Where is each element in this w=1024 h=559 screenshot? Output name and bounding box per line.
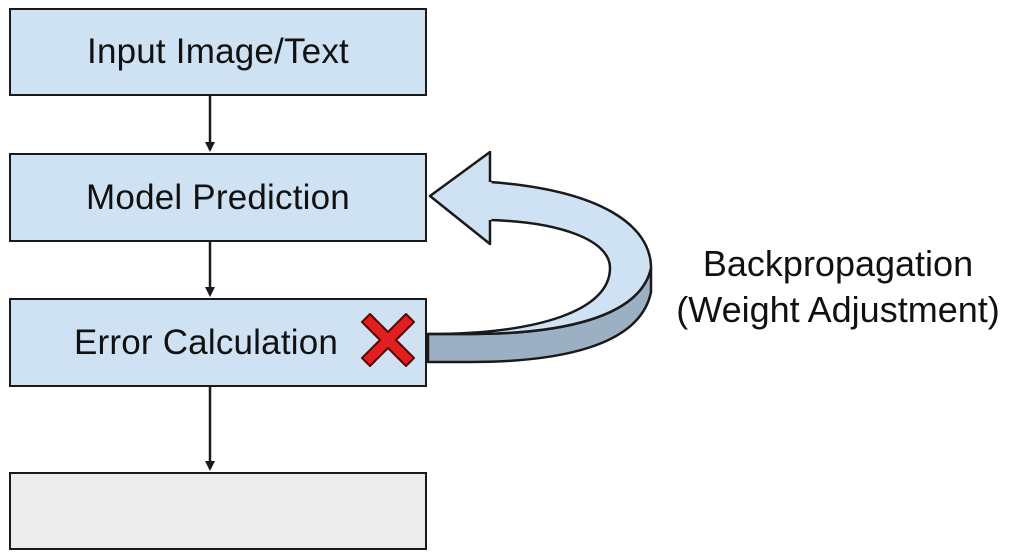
node-empty-output — [9, 472, 427, 550]
node-model-prediction: Model Prediction — [9, 153, 427, 242]
backpropagation-arrow-body — [426, 180, 653, 336]
node-input-label: Input Image/Text — [87, 32, 349, 71]
node-error-calculation: Error Calculation — [9, 298, 427, 387]
node-input-image-text: Input Image/Text — [9, 8, 427, 96]
node-model-label: Model Prediction — [86, 177, 350, 217]
backpropagation-arrow — [426, 150, 653, 364]
backpropagation-arrow-head — [428, 150, 492, 246]
backpropagation-label: Backpropagation — [702, 243, 974, 284]
weight-adjustment-label: (Weight Adjustment) — [676, 289, 1000, 330]
node-error-label: Error Calculation — [74, 322, 339, 362]
x-mark-icon — [361, 313, 415, 367]
